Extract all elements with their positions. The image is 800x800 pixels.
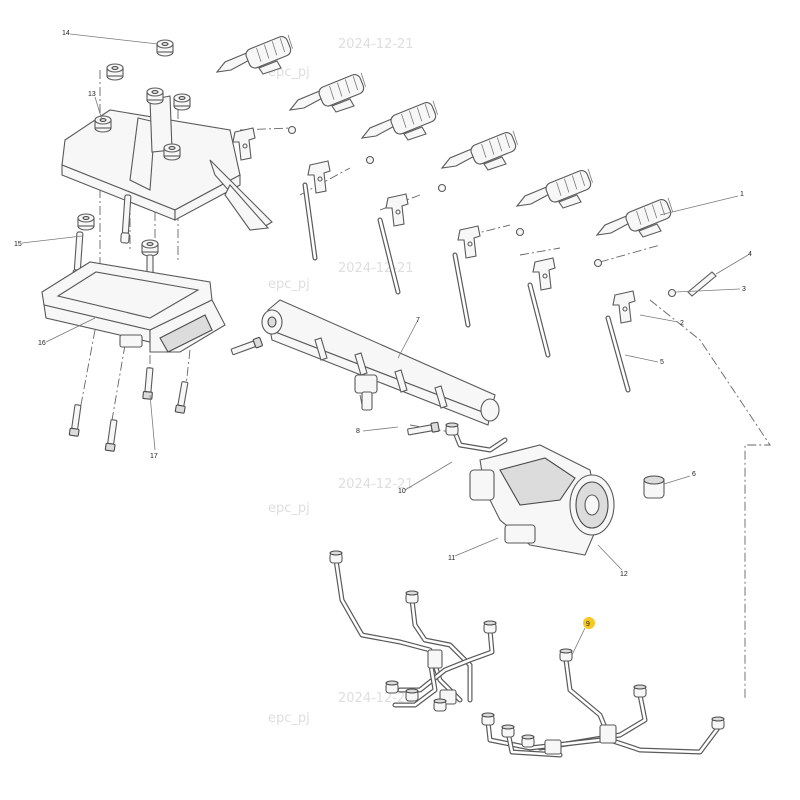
watermark-text: 2024-12-21	[338, 477, 414, 492]
callout-5: 5	[660, 359, 664, 366]
washers	[287, 125, 677, 298]
callout-1: 1	[740, 191, 744, 198]
callout-labels: 1 2 3 4 5 6 7 8 9 10 11 12 13 14 15 16 1…	[14, 30, 752, 628]
callout-16: 16	[38, 340, 46, 347]
callout-8: 8	[356, 428, 360, 435]
callout-6: 6	[692, 471, 696, 478]
callout-14: 14	[62, 30, 70, 37]
callout-10: 10	[398, 488, 406, 495]
injector-cover	[61, 95, 273, 231]
callout-17: 17	[150, 453, 158, 460]
plug	[643, 475, 665, 499]
watermark-text: 2024-12-21	[338, 37, 414, 52]
callout-2: 2	[680, 320, 684, 327]
fuel-lines-right	[485, 657, 721, 758]
watermark-text: epc_pj	[268, 711, 310, 726]
watermark-text: 2024-12-21	[338, 261, 414, 276]
callout-12: 12	[620, 571, 628, 578]
pump-feed-line	[445, 422, 508, 453]
highlight-marker	[583, 617, 595, 629]
watermark-text: 2024-12-21	[338, 691, 414, 706]
callout-11: 11	[448, 555, 455, 562]
callout-15: 15	[14, 241, 22, 248]
clamp-bolt	[687, 271, 717, 297]
injector-connector-tubes	[302, 182, 631, 393]
watermark-text: epc_pj	[268, 277, 310, 292]
leader-lines	[21, 33, 749, 656]
callout-13: 13	[88, 91, 96, 98]
engine-control-module	[41, 261, 226, 353]
callout-3: 3	[742, 286, 746, 293]
watermark-text: epc_pj	[268, 501, 310, 516]
fuel-lines-left	[333, 557, 495, 708]
callout-4: 4	[748, 251, 752, 258]
fuel-rail	[261, 299, 500, 426]
callout-7: 7	[416, 317, 420, 324]
callout-9: 9	[586, 621, 590, 628]
high-pressure-pump	[469, 444, 615, 556]
